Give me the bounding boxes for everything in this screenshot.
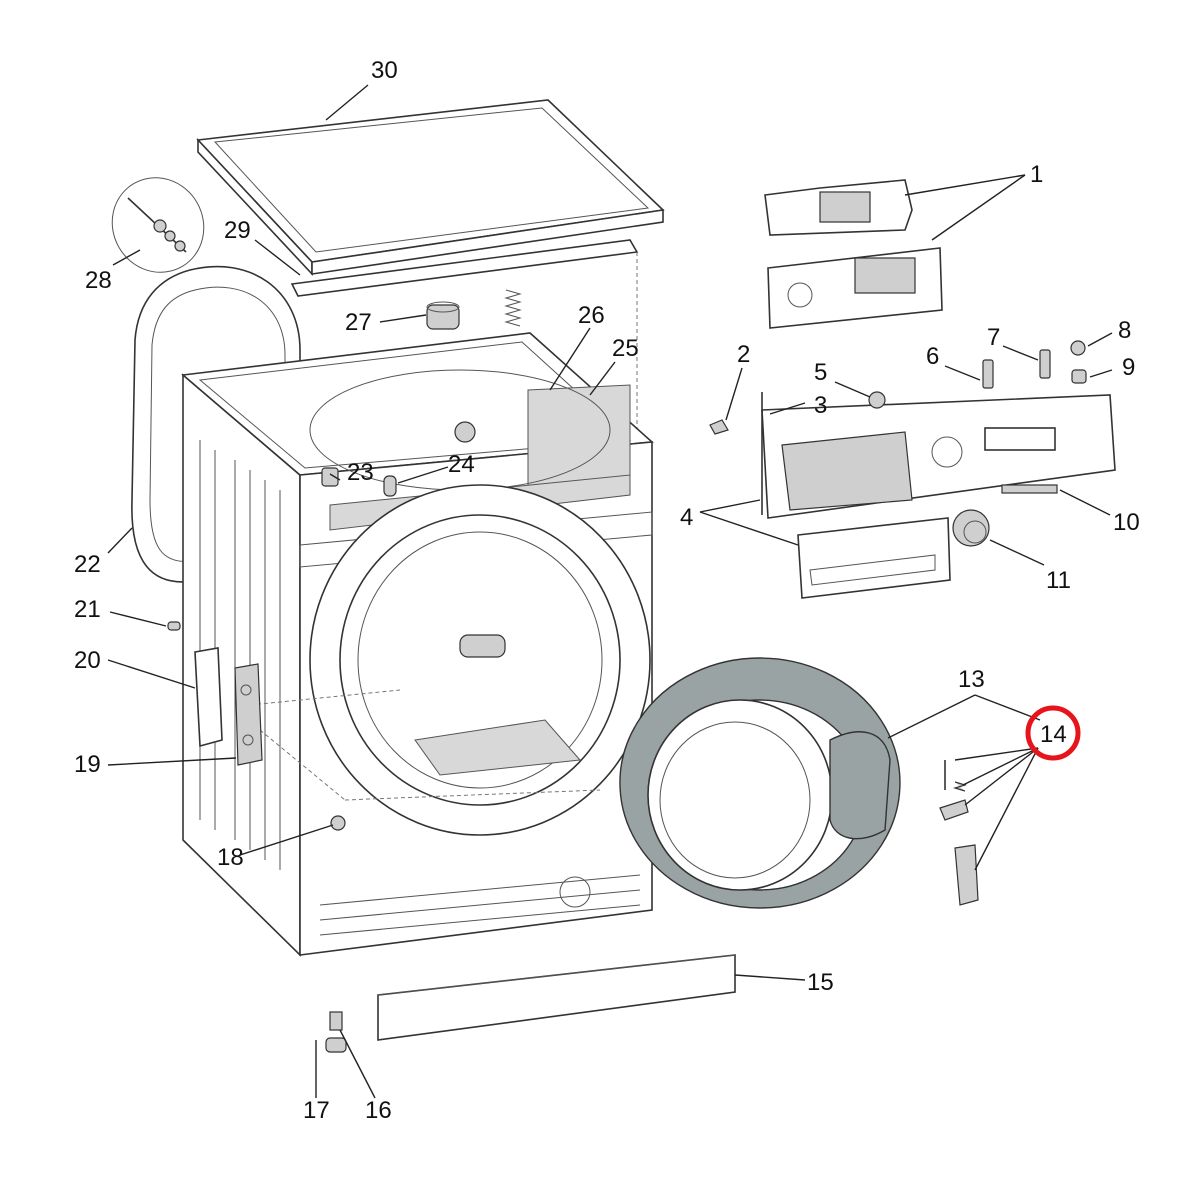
label-2: 2 (737, 341, 750, 368)
highlight-ring (1025, 705, 1081, 761)
part-suspension-spring[interactable] (504, 289, 522, 327)
part-pressure-switch[interactable] (426, 301, 460, 330)
label-15: 15 (807, 969, 834, 996)
part-program-knob[interactable] (952, 509, 990, 547)
label-13: 13 (958, 666, 985, 693)
part-led-strip[interactable] (1001, 484, 1058, 494)
part-clip[interactable] (321, 467, 339, 487)
part-button-strip-left[interactable] (982, 359, 994, 389)
part-indicator-button[interactable] (1071, 369, 1087, 384)
label-11: 11 (1046, 567, 1071, 594)
label-26: 26 (578, 302, 605, 329)
label-18: 18 (217, 844, 244, 871)
part-door-assembly[interactable] (619, 657, 901, 909)
part-button-cap[interactable] (868, 391, 886, 409)
label-3: 3 (814, 392, 827, 419)
label-21: 21 (74, 596, 101, 623)
part-door-handle-kit[interactable] (939, 760, 979, 906)
label-28: 28 (85, 267, 112, 294)
part-hinge-cover[interactable] (194, 647, 223, 748)
part-hinge-screw[interactable] (167, 621, 181, 631)
label-1: 1 (1030, 161, 1043, 188)
part-top-lid[interactable] (196, 99, 665, 277)
label-30: 30 (371, 57, 398, 84)
part-dispenser-drawer[interactable] (797, 517, 951, 599)
label-27: 27 (345, 309, 372, 336)
label-17: 17 (303, 1097, 330, 1124)
part-door-hinge[interactable] (234, 663, 263, 766)
part-inlet-hose[interactable] (95, 161, 221, 289)
part-latch[interactable] (709, 419, 729, 435)
part-adjustable-foot[interactable] (325, 1011, 347, 1053)
part-button-strip-right[interactable] (1039, 349, 1051, 379)
part-control-board[interactable] (764, 179, 943, 329)
label-25: 25 (612, 335, 639, 362)
label-10: 10 (1113, 509, 1140, 536)
label-16: 16 (365, 1097, 392, 1124)
label-22: 22 (74, 551, 101, 578)
label-23: 23 (347, 459, 374, 486)
label-4: 4 (680, 504, 693, 531)
label-14: 14 (1040, 721, 1067, 748)
part-labels: 30 1 29 28 27 26 25 2 5 6 7 8 9 3 23 24 … (74, 57, 1140, 1124)
label-20: 20 (74, 647, 101, 674)
label-7: 7 (987, 324, 1000, 351)
part-rear-trim[interactable] (290, 239, 639, 440)
label-6: 6 (926, 343, 939, 370)
label-8: 8 (1118, 317, 1131, 344)
label-9: 9 (1122, 354, 1135, 381)
label-29: 29 (224, 217, 251, 244)
part-grommet[interactable] (383, 475, 397, 497)
part-cabinet (181, 332, 654, 957)
part-kick-plate[interactable] (377, 954, 736, 1041)
part-control-panel[interactable] (761, 392, 1116, 519)
label-19: 19 (74, 751, 101, 778)
part-push-button[interactable] (1070, 340, 1086, 356)
label-24: 24 (448, 451, 475, 478)
part-hinge-pin[interactable] (330, 815, 346, 831)
leader-lines (107, 84, 1113, 1099)
label-5: 5 (814, 359, 827, 386)
